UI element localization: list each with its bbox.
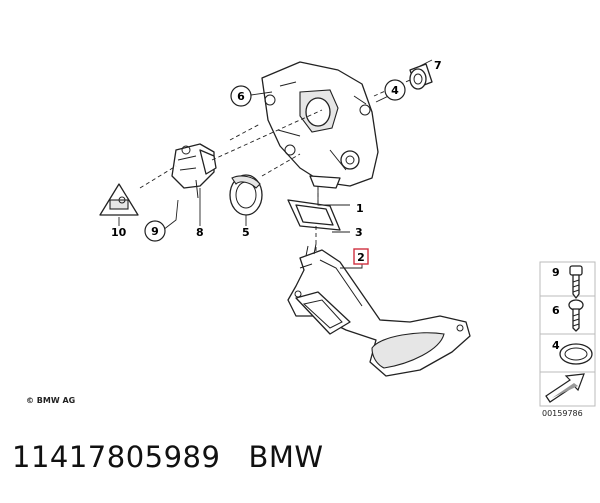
callout-4[interactable]: 4 xyxy=(384,79,406,101)
callout-9[interactable]: 9 xyxy=(144,220,166,242)
bolt-short-icon xyxy=(568,299,584,332)
legend-item-4[interactable]: 4 xyxy=(552,339,593,365)
legend-item-9[interactable]: 9 xyxy=(552,265,583,299)
suction-pipe-part-2 xyxy=(287,243,471,377)
callout-5-number[interactable]: 5 xyxy=(242,226,250,239)
bolt-icon xyxy=(569,265,583,299)
document-number: 00159786 xyxy=(542,409,583,418)
parts-diagram: 6 4 9 7 1 3 5 8 10 2 © BMW AG 9 6 xyxy=(26,59,596,418)
dowel-part-7 xyxy=(409,63,433,90)
parts-legend: 9 6 4 xyxy=(539,261,596,407)
callout-9-number: 9 xyxy=(151,225,159,238)
callout-4-number: 4 xyxy=(391,84,399,97)
legend-item-9-number: 9 xyxy=(552,266,560,279)
callout-7-number[interactable]: 7 xyxy=(434,59,442,72)
gasket-part-3 xyxy=(287,199,341,231)
part-number: 11417805989 xyxy=(12,440,221,474)
callout-2-number: 2 xyxy=(357,251,365,264)
direction-arrow-icon xyxy=(545,373,585,403)
legend-item-6[interactable]: 6 xyxy=(552,299,584,332)
callout-6[interactable]: 6 xyxy=(230,85,252,107)
shaft-seal-part-5 xyxy=(229,174,263,216)
callout-3-number[interactable]: 3 xyxy=(355,226,363,239)
legend-item-4-number: 4 xyxy=(552,339,560,352)
callout-10-number[interactable]: 10 xyxy=(111,226,127,239)
callout-6-number: 6 xyxy=(237,90,245,103)
seal-ring-icon xyxy=(559,343,593,365)
leader-lines xyxy=(118,59,433,269)
callout-1-number[interactable]: 1 xyxy=(356,202,364,215)
callout-2-highlighted[interactable]: 2 xyxy=(353,248,369,265)
part-caption: 11417805989 BMW xyxy=(12,440,324,474)
legend-item-6-number: 6 xyxy=(552,304,560,317)
warning-triangle-part-10 xyxy=(99,183,139,216)
oil-pump-part-1 xyxy=(261,61,379,189)
brand-name: BMW xyxy=(248,440,324,474)
copyright-notice: © BMW AG xyxy=(26,396,75,405)
callout-8-number[interactable]: 8 xyxy=(196,226,204,239)
sensor-part-8 xyxy=(171,143,217,199)
